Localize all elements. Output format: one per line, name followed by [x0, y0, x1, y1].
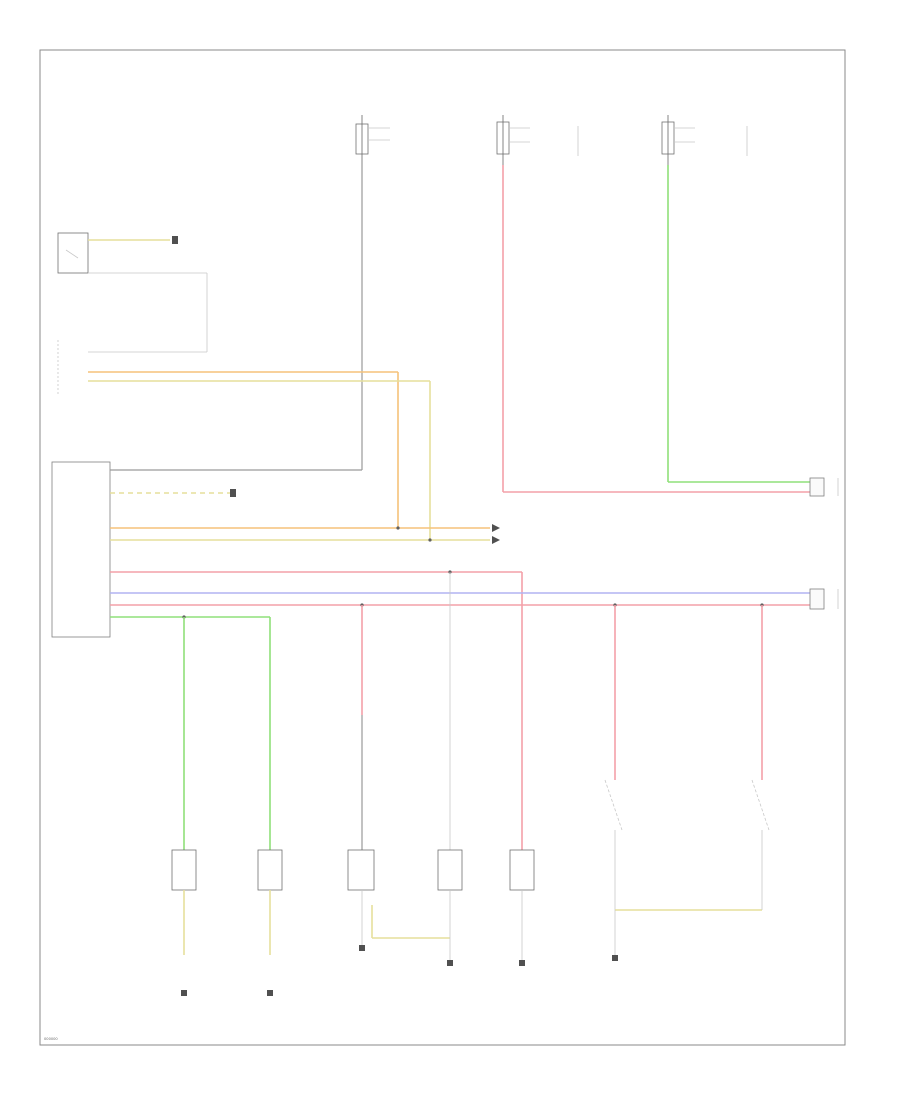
luggage-compartment-light-switch — [57, 232, 208, 353]
diagram-frame — [39, 49, 846, 1046]
fuse-feed-green — [661, 115, 810, 483]
green-branch-left — [171, 617, 197, 996]
red-branch-right — [509, 849, 535, 966]
gray-branch — [437, 572, 463, 966]
green-branch-right — [257, 617, 283, 996]
footer-code: 000000 — [44, 1037, 58, 1041]
control-module-upper — [57, 340, 431, 540]
red-branch-far-left — [604, 605, 762, 961]
central-electrical-module — [51, 461, 810, 850]
right-edge-connectors — [809, 477, 839, 610]
fuse-feed-center — [355, 115, 390, 470]
fuse-feed-red — [496, 115, 810, 493]
red-branch-center — [347, 605, 450, 951]
red-branch-far-right — [751, 605, 770, 910]
